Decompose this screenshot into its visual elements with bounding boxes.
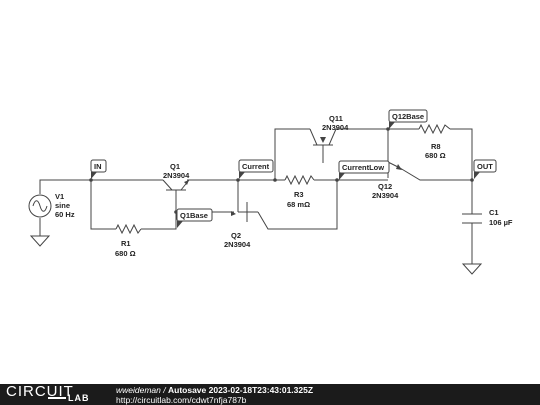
q12-model: 2N3904	[372, 191, 399, 200]
r1-name: R1	[121, 239, 131, 248]
credit-separator: /	[160, 385, 168, 395]
q11-name: Q11	[329, 114, 343, 123]
node-label-out: OUT	[473, 159, 497, 179]
node-q12base-text: Q12Base	[392, 112, 424, 121]
r3-name: R3	[294, 190, 304, 199]
node-current-text: Current	[242, 162, 270, 171]
resistor-r1: R1 680 Ω	[115, 223, 142, 258]
v1-source: V1 sine 60 Hz	[28, 192, 75, 219]
v1-freq: 60 Hz	[55, 210, 75, 219]
node-label-currentlow: CurrentLow	[338, 160, 390, 180]
v1-name: V1	[55, 192, 64, 201]
c1-value: 106 µF	[489, 218, 513, 227]
ground-left-icon	[29, 235, 51, 247]
footer-bar: CIRCUIT LAB wweideman / Autosave 2023-02…	[0, 383, 540, 405]
circuit-url-link[interactable]: http://circuitlab.com/cdwt7nfja787b	[116, 395, 247, 405]
wires	[39, 128, 473, 264]
ground-right-icon	[461, 263, 483, 275]
wire-in-rail	[39, 179, 163, 194]
circuit-schematic: V1 sine 60 Hz R1 680 Ω Q1 2N3904 Q2 2N39…	[28, 109, 513, 275]
node-q1base-text: Q1Base	[180, 211, 208, 220]
node-label-q12base: Q12Base	[388, 109, 428, 129]
c1-name: C1	[489, 208, 499, 217]
r1-value: 680 Ω	[115, 249, 136, 258]
logo-lab-text: LAB	[68, 393, 90, 403]
circuitlab-logo: CIRCUIT LAB	[6, 383, 102, 405]
wire-q2-emitter	[257, 180, 338, 230]
v1-type: sine	[55, 201, 70, 210]
wire-q11-right	[336, 128, 389, 157]
node-in-text: IN	[94, 162, 102, 171]
node-currentlow-text: CurrentLow	[342, 163, 384, 172]
r8-name: R8	[431, 142, 441, 151]
logo-arrow-icon	[48, 397, 66, 399]
q11-model: 2N3904	[322, 123, 349, 132]
q12-name: Q12	[378, 182, 392, 191]
wire-q11-left	[274, 128, 310, 180]
q2-model: 2N3904	[224, 240, 251, 249]
logo-circuit-text: CIRCUIT	[6, 383, 74, 400]
node-out-text: OUT	[477, 162, 493, 171]
wire-r1-left	[90, 180, 116, 230]
q2-name: Q2	[231, 231, 241, 240]
node-label-q1base: Q1Base	[176, 208, 213, 228]
r3-value: 68 mΩ	[287, 200, 310, 209]
transistor-q1: Q1 2N3904	[162, 162, 190, 197]
transistor-q2: Q2 2N3904	[224, 202, 258, 249]
circuit-title: Autosave 2023-02-18T23:43:01.325Z	[167, 385, 314, 395]
capacitor-c1: C1 106 µF	[462, 208, 513, 227]
junction-dots	[89, 127, 474, 214]
resistor-r8: R8 680 Ω	[418, 123, 451, 160]
wire-r8-out	[450, 128, 473, 180]
transistor-q11: Q11 2N3904	[309, 114, 349, 146]
resistor-r3: R3 68 mΩ	[284, 174, 315, 209]
q1-model: 2N3904	[163, 171, 190, 180]
node-label-current: Current	[238, 159, 274, 179]
author-link[interactable]: wweideman	[116, 385, 161, 395]
wire-q12-emitter	[399, 167, 472, 181]
r8-value: 680 Ω	[425, 151, 446, 160]
node-label-in: IN	[90, 159, 107, 179]
credit-line: wweideman / Autosave 2023-02-18T23:43:01…	[116, 385, 313, 395]
q1-name: Q1	[170, 162, 180, 171]
wire-r1-right	[141, 212, 177, 230]
